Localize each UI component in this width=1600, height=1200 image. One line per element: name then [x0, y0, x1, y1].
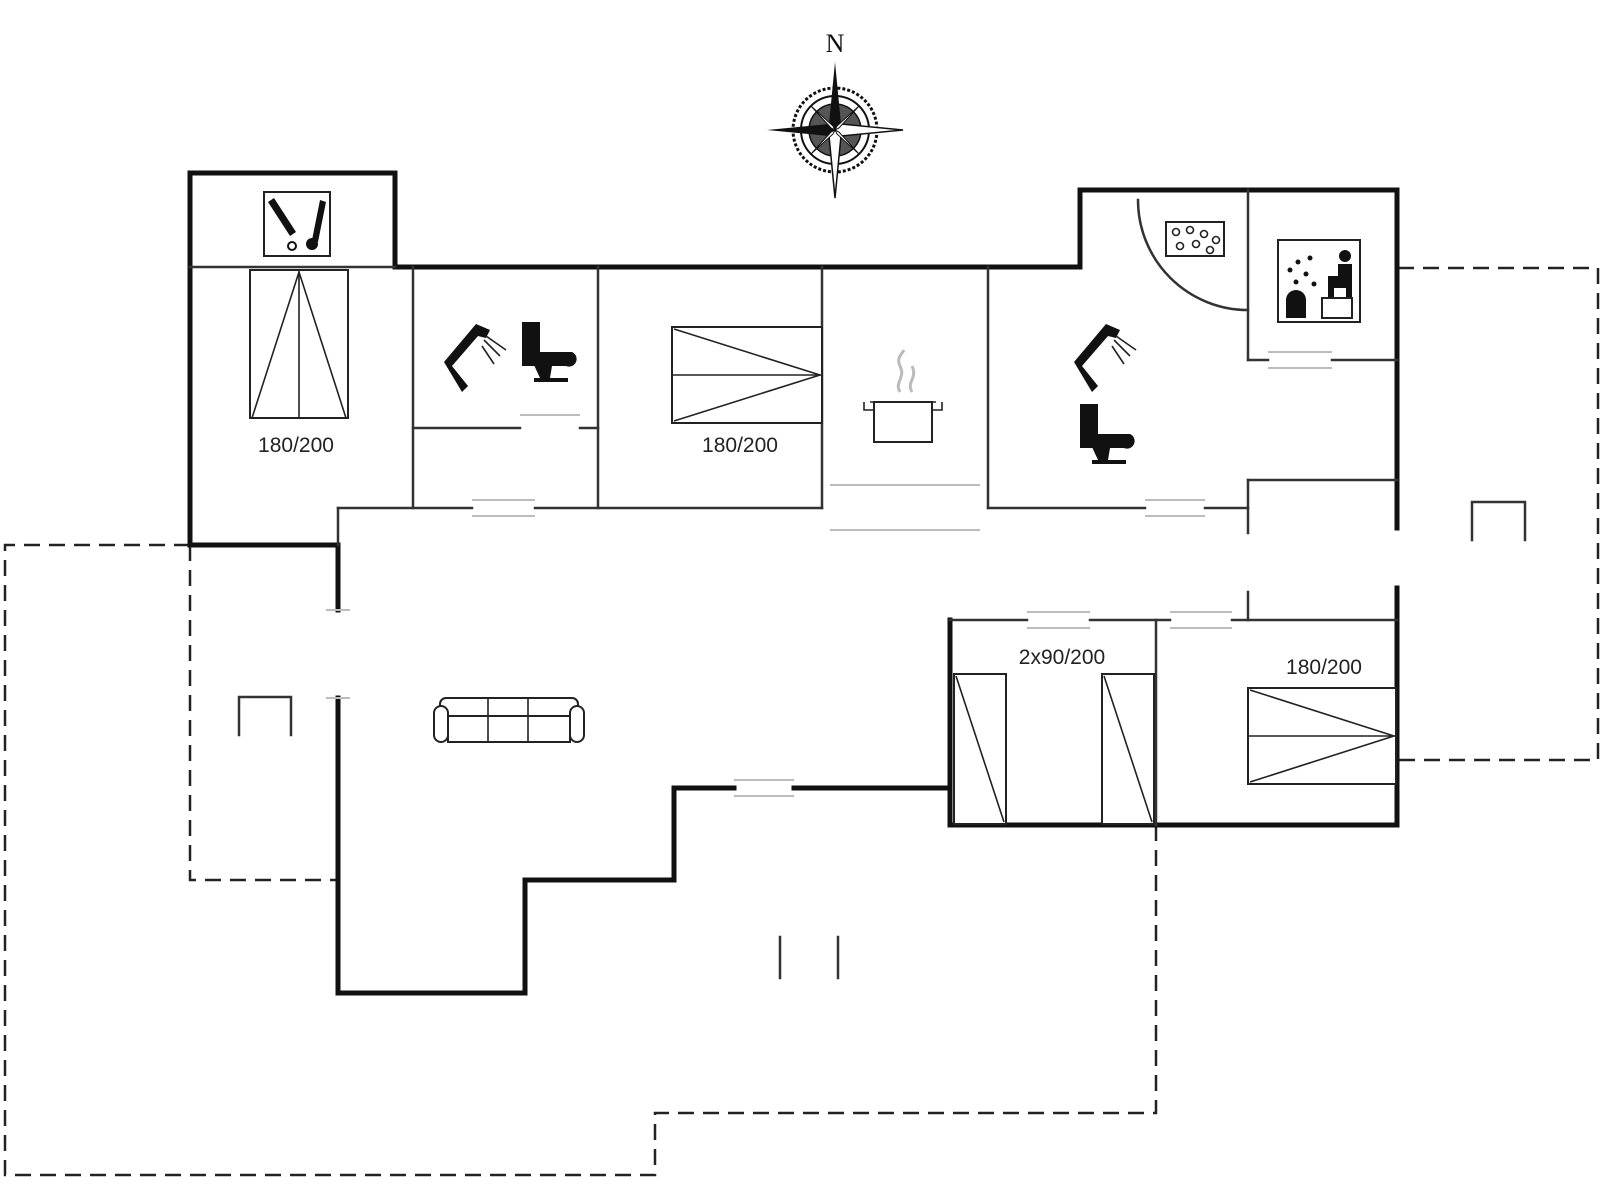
bathroom-west: [444, 322, 577, 392]
sauna-icon: [1277, 239, 1361, 323]
bedroom-mid: 180/200: [671, 326, 823, 457]
bed-icon: [671, 326, 823, 424]
bed-icon: [953, 673, 1007, 825]
compass-rose-icon: [767, 62, 904, 199]
shower-icon: [1074, 324, 1137, 392]
exterior-walls: [187, 170, 1400, 996]
bed-icon: [249, 269, 349, 419]
openings: [326, 351, 1332, 797]
sofa-icon: [433, 697, 585, 743]
kitchen: [863, 349, 943, 443]
toilet-icon: [1080, 404, 1135, 464]
bathroom-east: [1074, 198, 1250, 464]
washing-machine-icon: [263, 191, 331, 257]
compass-north-label: N: [826, 29, 845, 58]
cooking-pot-icon: [863, 349, 943, 443]
bedroom-west: 180/200: [249, 269, 349, 457]
bedroom-south: 180/200: [1247, 656, 1397, 785]
whirlpool-icon: [1165, 221, 1225, 257]
bed-size-label: 180/200: [702, 434, 778, 457]
bed-icon: [1101, 673, 1155, 825]
toilet-icon: [522, 322, 577, 382]
interior-walls: [188, 188, 1399, 827]
outdoor-furniture: [237, 500, 1527, 980]
shower-icon: [444, 324, 507, 392]
compass: N: [767, 29, 904, 199]
bed-icon: [1247, 687, 1397, 785]
bed-size-label: 180/200: [258, 434, 334, 457]
terrace-outlines: [3, 266, 1600, 1177]
living-room: [433, 697, 585, 743]
bed-size-label: 2x90/200: [1019, 646, 1105, 669]
bed-size-label: 180/200: [1286, 656, 1362, 679]
bedroom-twin: 2x90/200: [953, 646, 1155, 825]
sauna: [1277, 239, 1361, 323]
